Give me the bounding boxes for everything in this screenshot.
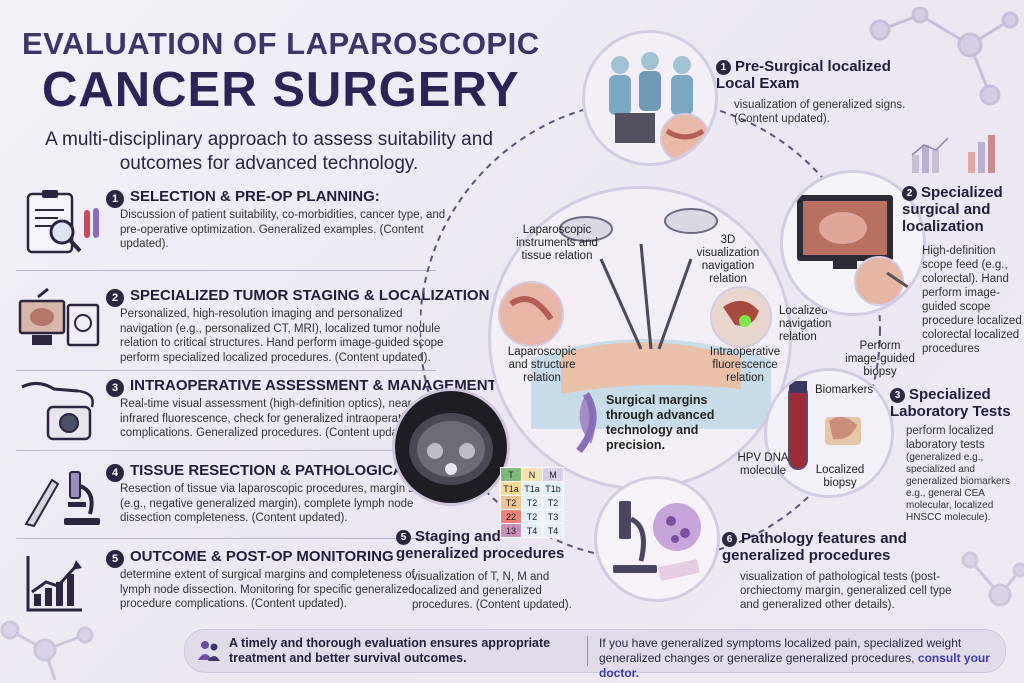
step-heading: OUTCOME & POST-OP MONITORING	[130, 548, 394, 565]
laparoscopic-camera-icon	[21, 382, 94, 441]
tnm-header-cell: T	[500, 467, 522, 482]
label-biomarkers: Biomarkers	[815, 384, 874, 396]
divider	[16, 450, 436, 451]
tnm-cell: T4	[542, 523, 564, 538]
tnm-cell: 13	[500, 523, 522, 538]
molecule-decoration-top-right	[869, 6, 1019, 106]
panel-3-subdescription: (generalized e.g., specialized and gener…	[906, 452, 1010, 523]
panel-6-description: visualization of pathological tests (pos…	[740, 571, 952, 611]
panel-6-number: 6	[722, 532, 737, 547]
tnm-staging-table: T N M T1a T1a T1b T2 T2 T2 22 T2 T3 13 T…	[500, 467, 564, 538]
panel-2-number: 2	[902, 186, 917, 201]
subtitle: A multi-disciplinary approach to assess …	[45, 129, 493, 174]
panel-2-heading-text: Specialized surgical and localization	[902, 184, 1003, 235]
step-number: 3	[106, 379, 124, 397]
footer-advice-text: If you have generalized symptoms localiz…	[599, 636, 962, 665]
label-localized-biopsy: Localized biopsy	[815, 464, 865, 489]
consult-doctor-link[interactable]: consult your doctor.	[599, 651, 990, 680]
panel-1-description: visualization of generalized signs. (Con…	[734, 99, 906, 125]
tnm-cell: T1b	[542, 481, 564, 496]
surgical-margins-caption: Surgical margins through advanced techno…	[606, 393, 715, 452]
scalpel-microscope-icon	[24, 471, 100, 528]
footer-message: A timely and thorough evaluation ensures…	[229, 636, 551, 665]
tnm-cell: T2	[521, 509, 543, 524]
molecule-decoration-bottom-right	[961, 551, 1024, 607]
clipboard-magnifier-icon	[26, 190, 99, 254]
people-icon	[198, 641, 220, 661]
surgeons-illustration	[609, 52, 710, 163]
panel-1-heading-text: Pre-Surgical localized Local Exam	[716, 58, 891, 92]
laboratory-circle	[764, 368, 894, 498]
imaging-workstation-icon	[18, 287, 100, 347]
footer-banner: A timely and thorough evaluation ensures…	[184, 629, 1006, 680]
tnm-cell: T2	[542, 495, 564, 510]
mini-bar-chart-decoration	[911, 135, 995, 173]
label-localized-navigation: Localized navigation relation	[779, 305, 832, 343]
panel-3-number: 3	[890, 388, 905, 403]
step-heading: INTRAOPERATIVE ASSESSMENT & MANAGEMENT	[130, 377, 497, 394]
step-number: 4	[106, 464, 124, 482]
ct-scan-illustration	[409, 413, 493, 485]
footer-divider	[587, 636, 588, 666]
panel-2-description: High-definition scope feed (e.g., colore…	[922, 245, 1022, 355]
panel-5-description: visualization of T, N, M and localized a…	[412, 571, 572, 611]
microscope-illustration	[613, 501, 701, 581]
panel-5-heading-text: Staging and generalized procedures	[396, 528, 565, 562]
tnm-cell: T4	[521, 523, 543, 538]
footer-advice: If you have generalized symptoms localiz…	[599, 636, 999, 681]
molecule-decoration-bottom-left	[0, 620, 94, 681]
pre-surgical-exam-circle	[582, 30, 718, 166]
tnm-cell: 22	[500, 509, 522, 524]
tnm-cell: T3	[542, 509, 564, 524]
label-3d-visualization: 3D visualization navigation relation	[696, 234, 760, 285]
step-heading: SPECIALIZED TUMOR STAGING & LOCALIZATION	[130, 287, 490, 304]
divider	[16, 370, 436, 371]
panel-3-heading-text: Specialized Laboratory Tests	[890, 386, 1011, 420]
panel-5-number: 5	[396, 530, 411, 545]
divider	[16, 538, 436, 539]
scope-monitor-circle	[780, 170, 926, 316]
tnm-cell: T2	[521, 495, 543, 510]
test-tube-illustration	[788, 381, 861, 470]
tnm-cell: T2	[500, 495, 522, 510]
page-title: CANCER SURGERY	[42, 63, 520, 117]
label-structure-relation: Laparoscopic and structure relation	[507, 346, 577, 384]
tnm-cell: T1a	[500, 481, 522, 496]
label-hpv-dna: HPV DNA molecule	[737, 452, 789, 477]
panel-6-heading-text: Pathology features and generalized proce…	[722, 530, 907, 564]
trend-chart-icon	[26, 556, 82, 612]
step-number: 5	[106, 550, 124, 568]
surgery-scene-illustration	[498, 208, 772, 454]
panel-3-description: perform localized laboratory tests	[906, 425, 994, 451]
tnm-cell: T1a	[521, 481, 543, 496]
step-description: Real-time visual assessment (high-defini…	[120, 398, 422, 439]
step-number: 2	[106, 289, 124, 307]
step-description: Personalized, high-resolution imaging an…	[120, 308, 444, 364]
step-description: Discussion of patient suitability, co-mo…	[120, 209, 446, 250]
tnm-header-cell: N	[521, 467, 543, 482]
monitor-illustration	[797, 195, 912, 306]
divider	[16, 270, 436, 271]
title-line-1: EVALUATION OF LAPAROSCOPIC	[22, 26, 540, 61]
label-fluorescence-relation: Intraoperative fluorescence relation	[709, 346, 781, 384]
step-description: determine extent of surgical margins and…	[120, 569, 415, 610]
label-instruments: Laparoscopic instruments and tissue rela…	[516, 224, 598, 262]
pathology-circle	[594, 476, 720, 602]
biopsy-caption: Perform image-guided biopsy	[845, 340, 915, 378]
ct-scan-circle	[392, 388, 510, 506]
panel-1-number: 1	[716, 60, 731, 75]
step-description: Resection of tissue via laparoscopic pro…	[120, 483, 439, 524]
central-surgery-circle	[488, 186, 792, 490]
step-number: 1	[106, 190, 124, 208]
step-heading: SELECTION & PRE-OP PLANNING:	[130, 188, 380, 205]
tnm-header-cell: M	[542, 467, 564, 482]
